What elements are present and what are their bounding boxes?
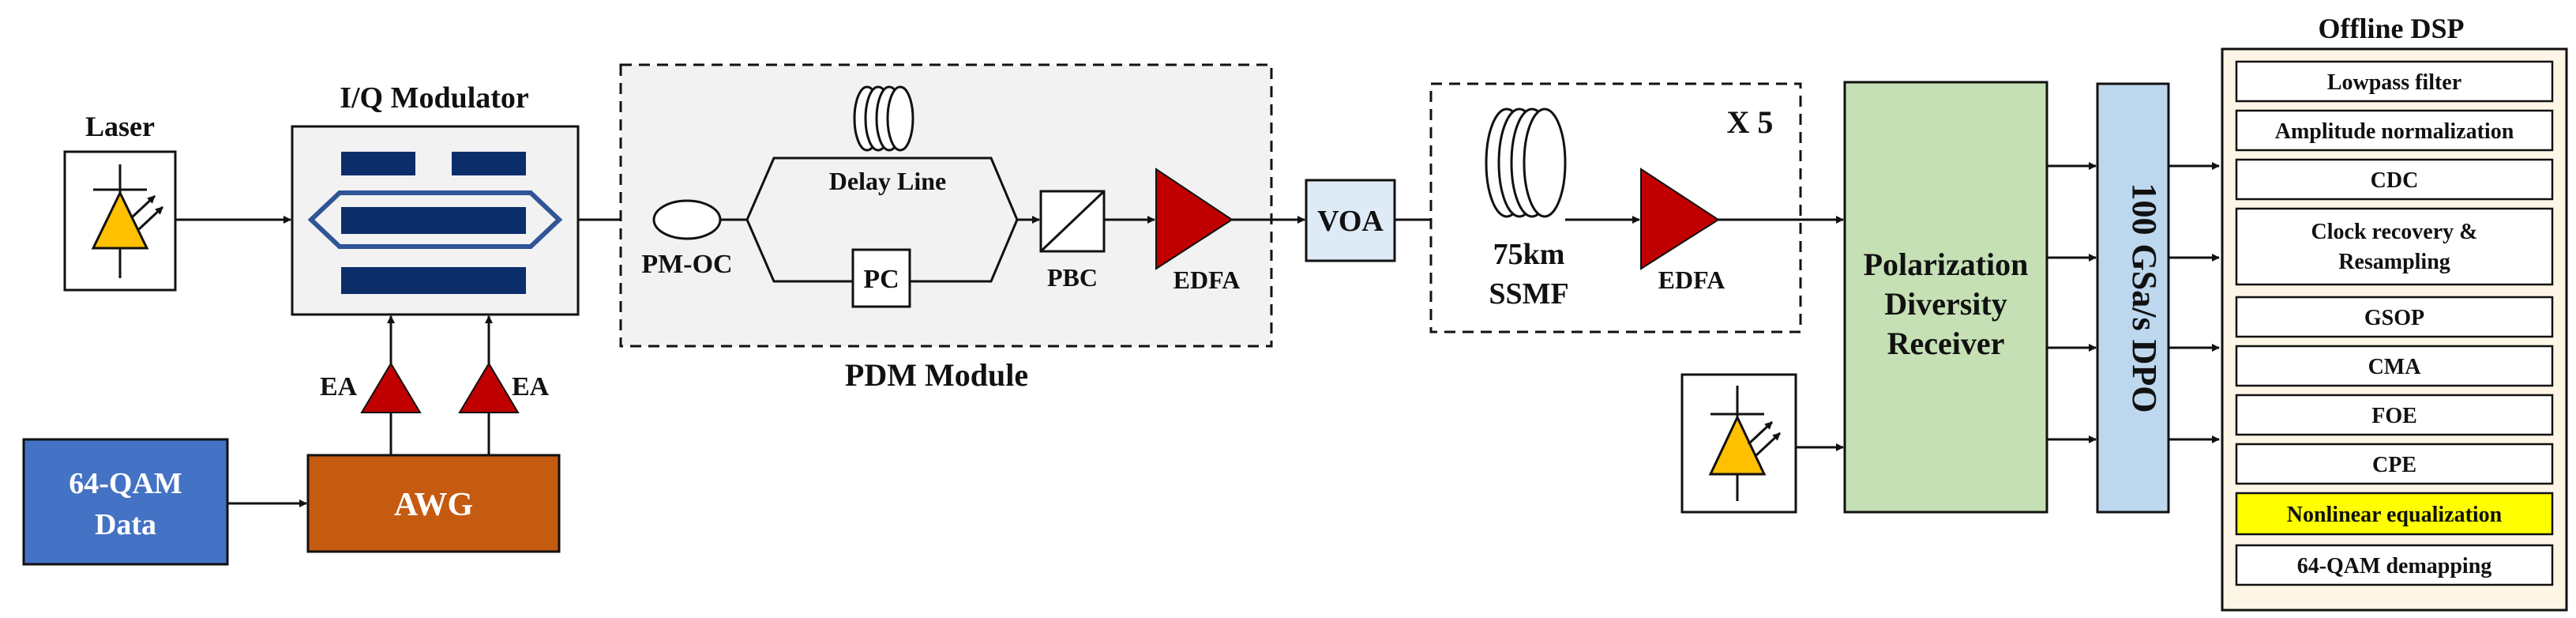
iq-modulator-box bbox=[291, 125, 580, 316]
qam-data-box bbox=[22, 438, 229, 566]
dsp-step-clock-recovery: Clock recovery & Resampling bbox=[2235, 207, 2554, 286]
ssmf-coil-icon bbox=[1485, 107, 1567, 218]
ea-left-label: EA bbox=[320, 372, 358, 401]
dsp-step-label: CMA bbox=[2368, 355, 2422, 379]
laser-icon bbox=[63, 150, 177, 292]
receiver-label-line3: Receiver bbox=[1887, 326, 2005, 361]
qam-data-label-line2: Data bbox=[95, 508, 156, 541]
span-label-line2: SSMF bbox=[1489, 277, 1568, 311]
edfa-span-amplifier-icon bbox=[1640, 168, 1720, 270]
delay-line-label: Delay Line bbox=[829, 167, 946, 195]
pbc-icon bbox=[1039, 190, 1106, 253]
dsp-step-label: Lowpass filter bbox=[2327, 70, 2461, 95]
pc-box bbox=[851, 248, 911, 308]
voa-box bbox=[1305, 179, 1396, 262]
iq-modulator-label: I/Q Modulator bbox=[340, 81, 529, 115]
pm-oc-coupler-icon bbox=[652, 199, 722, 240]
dsp-step-label: Nonlinear equalization bbox=[2287, 503, 2503, 527]
edfa-pdm-amplifier-icon bbox=[1155, 168, 1234, 270]
dsp-step-label: Clock recovery & bbox=[2311, 220, 2478, 244]
delay-line-coil-icon bbox=[853, 85, 914, 152]
dsp-step-label: Resampling bbox=[2338, 250, 2450, 274]
dsp-step-gsop: GSOP bbox=[2235, 296, 2554, 338]
lo-laser-icon bbox=[1680, 373, 1797, 514]
dsp-step-cpe: CPE bbox=[2235, 443, 2554, 485]
span-label-line1: 75km bbox=[1493, 238, 1565, 271]
receiver-to-dpo-links bbox=[2047, 162, 2097, 443]
ea-right-label: EA bbox=[512, 372, 550, 401]
dsp-step-label: GSOP bbox=[2364, 306, 2424, 330]
laser-label: Laser bbox=[85, 111, 155, 142]
awg-label: AWG bbox=[394, 487, 473, 523]
edfa-pdm-label: EDFA bbox=[1173, 266, 1241, 294]
receiver-label-line2: Diversity bbox=[1884, 286, 2007, 322]
offline-dsp-title: Offline DSP bbox=[2319, 13, 2465, 44]
dpo-box bbox=[2096, 82, 2170, 514]
dsp-step-label: Amplitude normalization bbox=[2275, 119, 2514, 144]
pm-oc-label: PM-OC bbox=[641, 250, 732, 279]
receiver-box bbox=[1843, 81, 2048, 514]
pdm-fiber-paths bbox=[720, 156, 1019, 283]
voa-label: VOA bbox=[1317, 205, 1384, 238]
receiver-label-line1: Polarization bbox=[1864, 247, 2029, 282]
dsp-step-cma: CMA bbox=[2235, 345, 2554, 387]
ea-right-amplifier-icon bbox=[458, 315, 520, 455]
dpo-to-dsp-links bbox=[2169, 162, 2220, 443]
dsp-step-foe: FOE bbox=[2235, 394, 2554, 436]
dsp-step-cdc: CDC bbox=[2235, 158, 2554, 201]
edfa-span-label: EDFA bbox=[1658, 266, 1725, 294]
ea-left-amplifier-icon bbox=[360, 315, 422, 455]
dsp-step-label: FOE bbox=[2371, 404, 2417, 428]
pc-label: PC bbox=[863, 265, 899, 294]
dsp-step-amplitude-normalization: Amplitude normalization bbox=[2235, 109, 2554, 152]
dsp-step-lowpass-filter: Lowpass filter bbox=[2235, 60, 2554, 103]
dsp-step-label: CPE bbox=[2372, 453, 2416, 477]
awg-box bbox=[306, 454, 561, 553]
dsp-step-label: CDC bbox=[2371, 168, 2419, 193]
pdm-module-label: PDM Module bbox=[845, 357, 1028, 393]
qam-data-label-line1: 64-QAM bbox=[69, 467, 182, 500]
loop-count-label: X 5 bbox=[1727, 104, 1774, 140]
pbc-label: PBC bbox=[1047, 263, 1098, 292]
dpo-label: 100 GSa/s DPO bbox=[2125, 183, 2164, 413]
dsp-step-nonlinear-equalization: Nonlinear equalization bbox=[2235, 492, 2554, 536]
dsp-step-qam-demapping: 64-QAM demapping bbox=[2235, 544, 2554, 586]
dsp-step-label: 64-QAM demapping bbox=[2297, 554, 2492, 578]
